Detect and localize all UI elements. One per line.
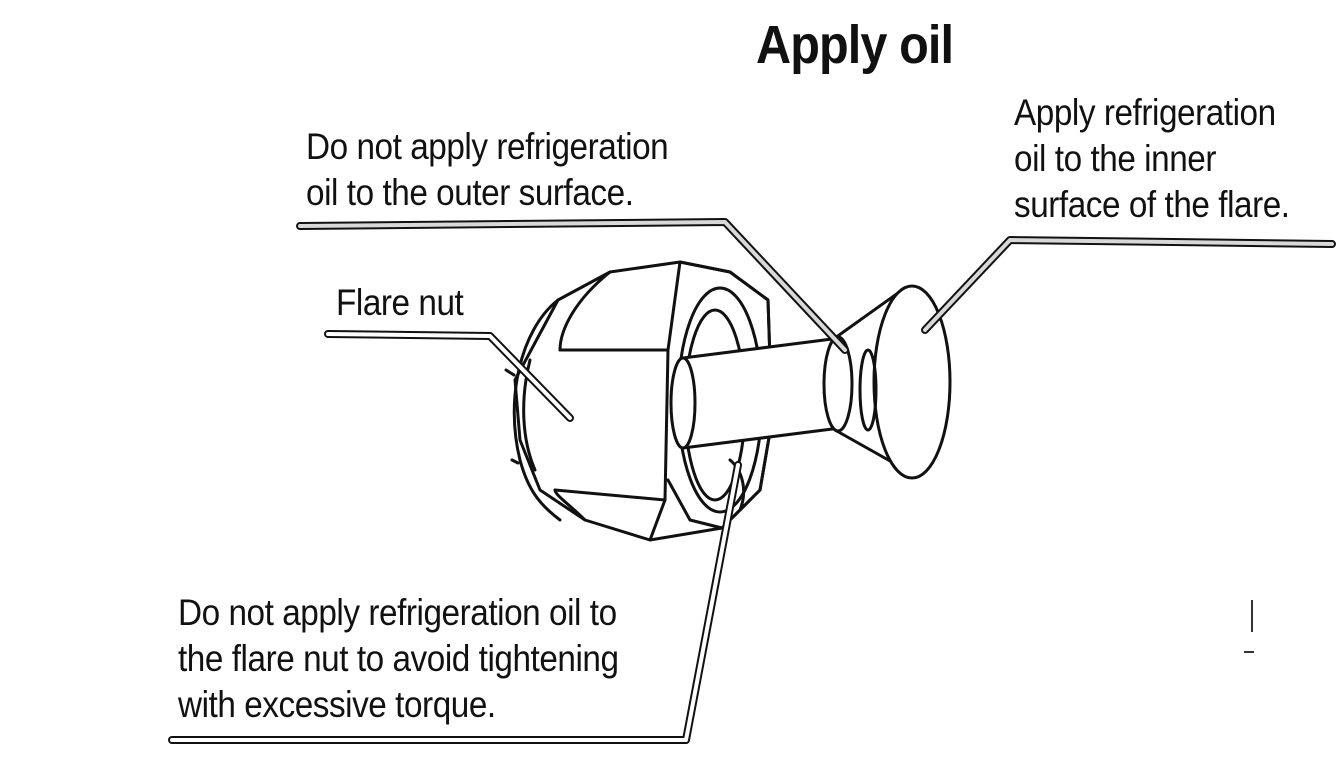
callout-line: the flare nut to avoid tightening bbox=[178, 638, 619, 679]
leader-nut-torque bbox=[168, 461, 742, 744]
flare-nut-drawing bbox=[504, 260, 774, 542]
callout-line: oil to the inner bbox=[1014, 138, 1216, 179]
edge-marks bbox=[1244, 600, 1254, 653]
callout-line: surface of the flare. bbox=[1014, 184, 1290, 225]
leader-inner-surface bbox=[921, 236, 1336, 334]
callout-line: Do not apply refrigeration bbox=[306, 126, 669, 167]
copper-pipe bbox=[669, 336, 842, 450]
leader-lines bbox=[168, 218, 1336, 744]
leader-flare-nut bbox=[324, 330, 574, 422]
callout-line: with excessive torque. bbox=[178, 684, 496, 725]
callout-inner-surface: Apply refrigeration oil to the inner sur… bbox=[1014, 90, 1290, 228]
callout-outer-surface: Do not apply refrigeration oil to the ou… bbox=[306, 124, 669, 216]
callout-line: Do not apply refrigeration oil to bbox=[178, 592, 617, 633]
callout-nut-torque: Do not apply refrigeration oil to the fl… bbox=[178, 590, 619, 728]
page-title: Apply oil bbox=[756, 15, 954, 75]
callout-line: oil to the outer surface. bbox=[306, 172, 634, 213]
callout-flare-nut: Flare nut bbox=[336, 280, 464, 326]
leader-outer-surface bbox=[296, 218, 849, 354]
callout-line: Flare nut bbox=[336, 282, 464, 323]
callout-line: Apply refrigeration bbox=[1014, 92, 1276, 133]
flare-end bbox=[822, 284, 952, 480]
